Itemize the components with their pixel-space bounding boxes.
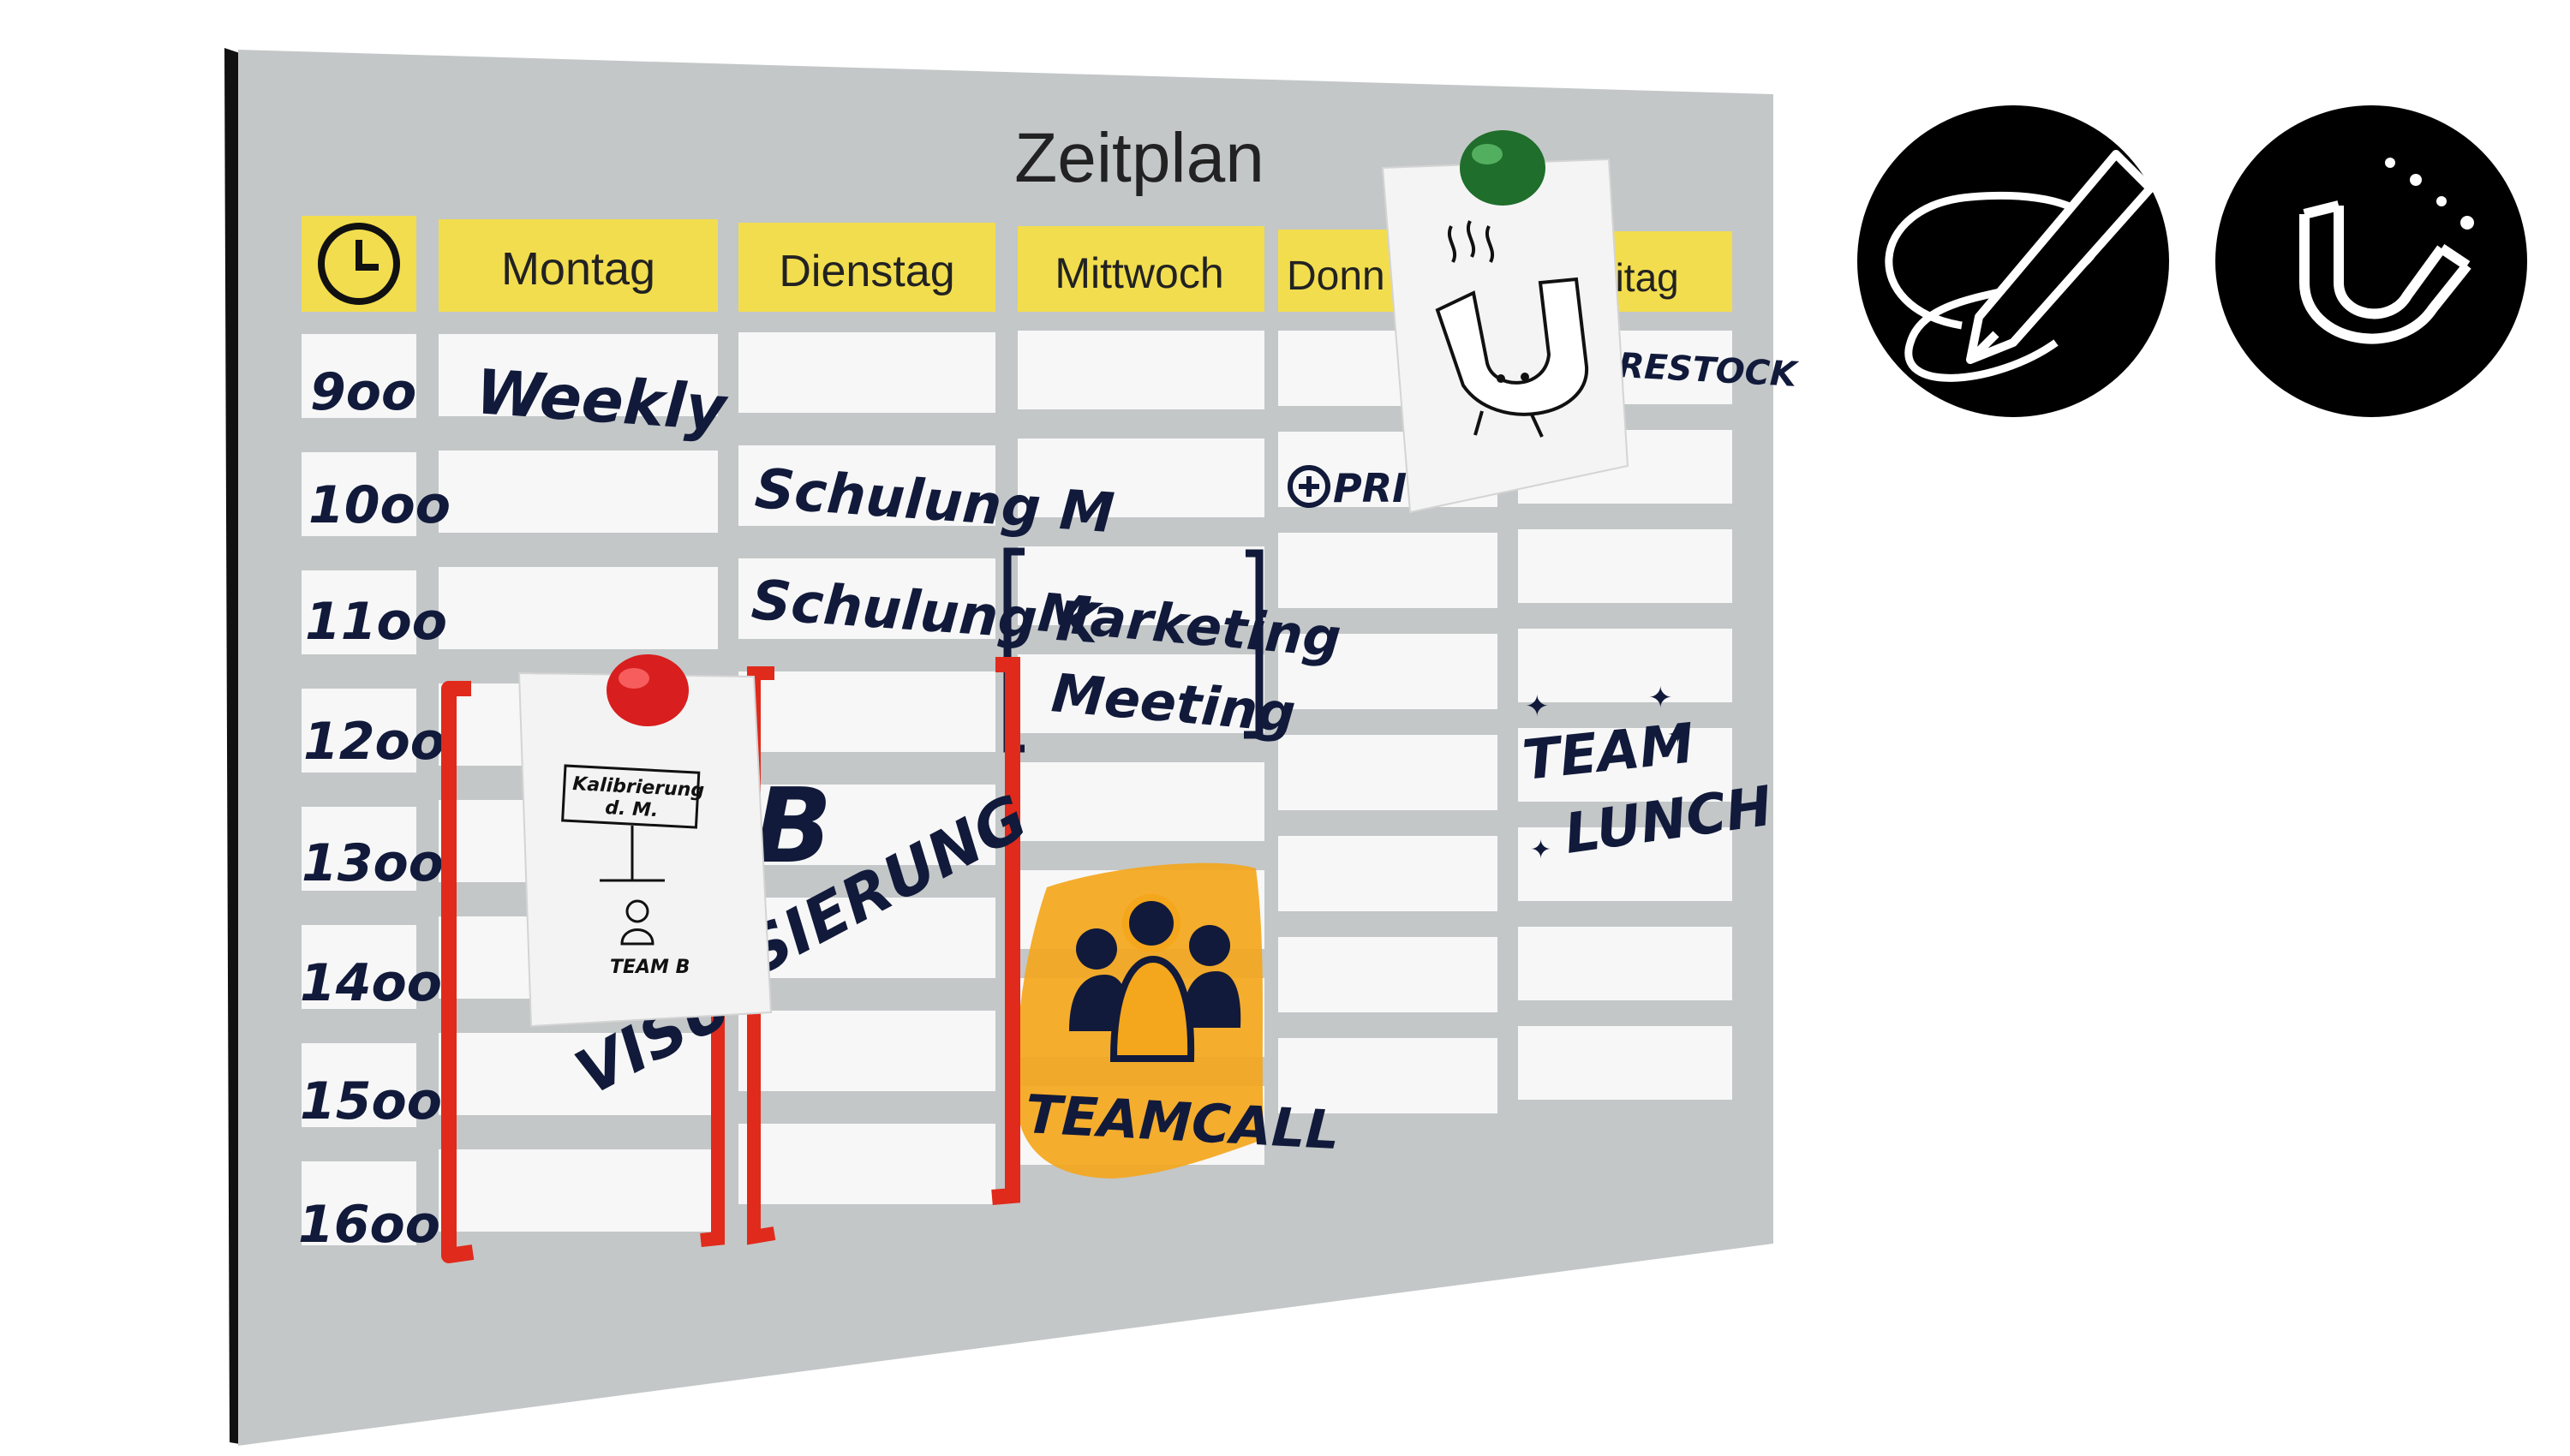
schedule-cell [738,558,995,639]
schedule-cell [738,785,995,865]
sparkle-icon: ✦ [1648,682,1673,714]
entry-weekly: Weekly [474,355,731,445]
schedule-cell [1518,529,1732,603]
schedule-cell [439,451,718,533]
time-label: 11oo [305,592,447,652]
green-magnet [1460,130,1545,206]
entry-restock: RESTOCK [1617,346,1800,395]
schedule-cell [439,334,718,416]
time-cell [302,1043,416,1127]
schedule-cell [1278,836,1497,911]
schedule-cell [1518,629,1732,702]
time-labels: 9oo 10oo 11oo 12oo 13oo 14oo 15oo 16oo [298,362,451,1255]
magnet-doodle-icon [1435,220,1589,438]
schedule-cell [439,1149,718,1232]
note-team-text: TEAM B [610,957,690,978]
day-label-dienstag: Dienstag [779,247,954,296]
day-label-montag: Montag [501,243,655,295]
time-cell [302,1161,416,1245]
note-box [561,764,701,829]
day-header-mittwoch [1018,226,1264,312]
schedule-cell [1018,331,1264,409]
schedule-cell [1518,927,1732,1000]
board-edge [224,48,240,1444]
schedule-cell [1278,634,1497,709]
entry-teamcall: TEAMCALL [1016,862,1341,1179]
schedule-cell [738,898,995,978]
time-cell [302,570,416,654]
schedule-cell [1018,439,1264,517]
red-magnet [607,654,689,726]
time-label: 12oo [303,712,445,772]
time-cell [302,452,416,536]
schedule-cell [1018,546,1264,625]
schedule-cell [1278,533,1497,608]
time-cell [302,807,416,891]
schedule-cell [1518,728,1732,802]
time-label: 15oo [300,1071,442,1131]
plus-circle-icon [1288,465,1330,508]
day-header-dienstag [738,223,995,312]
time-cell [302,334,416,418]
schedule-cell [1278,1038,1497,1113]
clock-icon [318,223,400,305]
sparkle-icon: ✦ [1525,690,1550,723]
schedule-cell [1018,762,1264,841]
schedule-cell [1018,654,1264,733]
time-cell [302,689,416,773]
day-label-mittwoch: Mittwoch [1055,249,1223,297]
time-label: 10oo [308,475,451,535]
note-box-line-2: d. M. [605,797,659,821]
schedule-cell [738,1011,995,1091]
team-people-icon [1069,894,1241,1062]
sparkle-icon: ✦ [1667,721,1688,749]
schedule-cell [738,671,995,752]
time-label: 13oo [302,833,444,893]
time-label: 16oo [298,1195,440,1255]
sticky-note-left: Kalibrierung d. M. TEAM B [517,671,773,1028]
person-icon [620,899,654,946]
day-label-donnerstag: Donn [1287,254,1385,299]
schedule-cell [439,1033,718,1115]
schedule-cell [439,567,718,649]
schedule-cell [738,445,995,526]
time-cell [302,925,416,1009]
magnet-icon [2215,105,2527,417]
schedule-cell [1278,735,1497,810]
erasable-pencil-icon [1857,105,2169,417]
board-title: Zeitplan [1014,119,1264,197]
schedule-cell [1518,827,1732,901]
day-header-montag [439,219,718,312]
schedule-cell [738,332,995,413]
sticky-note-right [1381,158,1629,514]
schedule-cell [1278,937,1497,1012]
visualisierung-letter: B [754,767,832,886]
schedule-cell [738,1124,995,1204]
time-label: 14oo [300,953,442,1013]
schedule-cell [1518,1026,1732,1100]
sparkle-icon: ✦ [1530,836,1551,864]
time-label: 9oo [310,362,416,422]
